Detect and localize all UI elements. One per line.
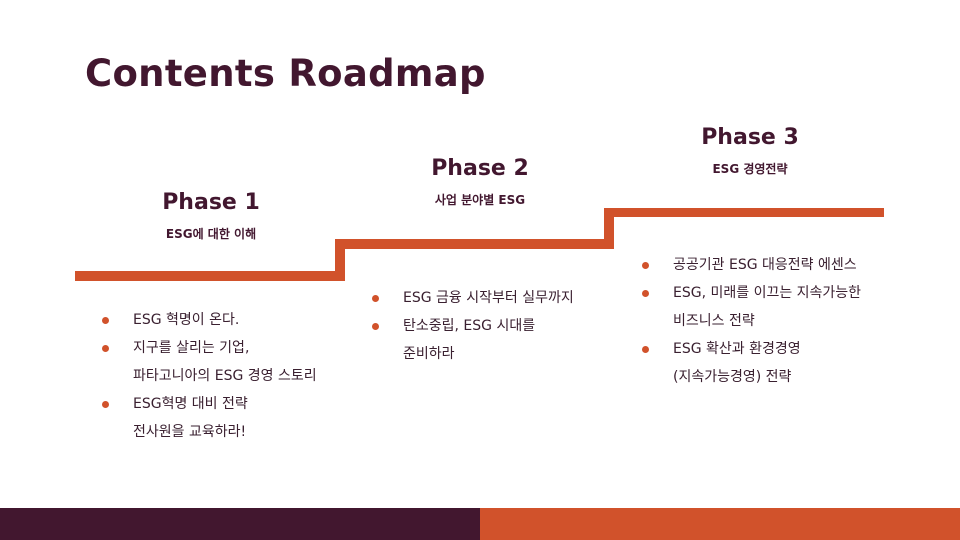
item-text: ESG 금융 시작부터 실무까지 — [403, 290, 574, 306]
list-item: ESG 혁명이 온다. — [100, 306, 317, 334]
list-item: 지구를 살리는 기업, 파타고니아의 ESG 경영 스토리 — [100, 334, 317, 390]
phase-1-list: ESG 혁명이 온다. 지구를 살리는 기업, 파타고니아의 ESG 경영 스토리… — [100, 306, 317, 446]
step-line-2 — [335, 239, 614, 249]
item-text: 파타고니아의 ESG 경영 스토리 — [133, 368, 317, 384]
phase-1-header: Phase 1 ESG에 대한 이해 — [101, 190, 321, 242]
step-line-1 — [75, 271, 345, 281]
item-text: 비즈니스 전략 — [673, 313, 755, 329]
page-title: Contents Roadmap — [85, 52, 486, 95]
item-text: 전사원을 교육하라! — [133, 424, 247, 440]
step-riser-2 — [604, 208, 614, 249]
item-text: ESG 혁명이 온다. — [133, 312, 240, 328]
item-text: 지구를 살리는 기업, — [133, 340, 250, 356]
item-text: 공공기관 ESG 대응전략 에센스 — [673, 257, 857, 273]
phase-2-header: Phase 2 사업 분야별 ESG — [370, 156, 590, 208]
step-riser-1 — [335, 239, 345, 281]
list-item: ESG 확산과 환경경영 (지속가능경영) 전략 — [640, 335, 861, 391]
phase-subtitle: 사업 분야별 ESG — [434, 193, 526, 207]
item-text: ESG 확산과 환경경영 — [673, 341, 801, 357]
list-item: 공공기관 ESG 대응전략 에센스 — [640, 251, 861, 279]
step-line-3 — [604, 208, 884, 217]
phase-subtitle: ESG에 대한 이해 — [165, 227, 257, 241]
footer-bar-right — [480, 508, 960, 540]
phase-title: Phase 2 — [431, 156, 529, 181]
item-text: ESG혁명 대비 전략 — [133, 396, 248, 412]
phase-title: Phase 3 — [701, 125, 799, 150]
item-text: (지속가능경영) 전략 — [673, 369, 792, 385]
phase-title: Phase 1 — [162, 190, 260, 215]
item-text: ESG, 미래를 이끄는 지속가능한 — [673, 285, 862, 301]
footer-bar-left — [0, 508, 480, 540]
item-text: 준비하라 — [403, 346, 455, 362]
phase-3-header: Phase 3 ESG 경영전략 — [640, 125, 860, 177]
list-item: ESG 금융 시작부터 실무까지 — [370, 284, 574, 312]
item-text: 탄소중립, ESG 시대를 — [403, 318, 536, 334]
phase-subtitle: ESG 경영전략 — [712, 162, 788, 176]
